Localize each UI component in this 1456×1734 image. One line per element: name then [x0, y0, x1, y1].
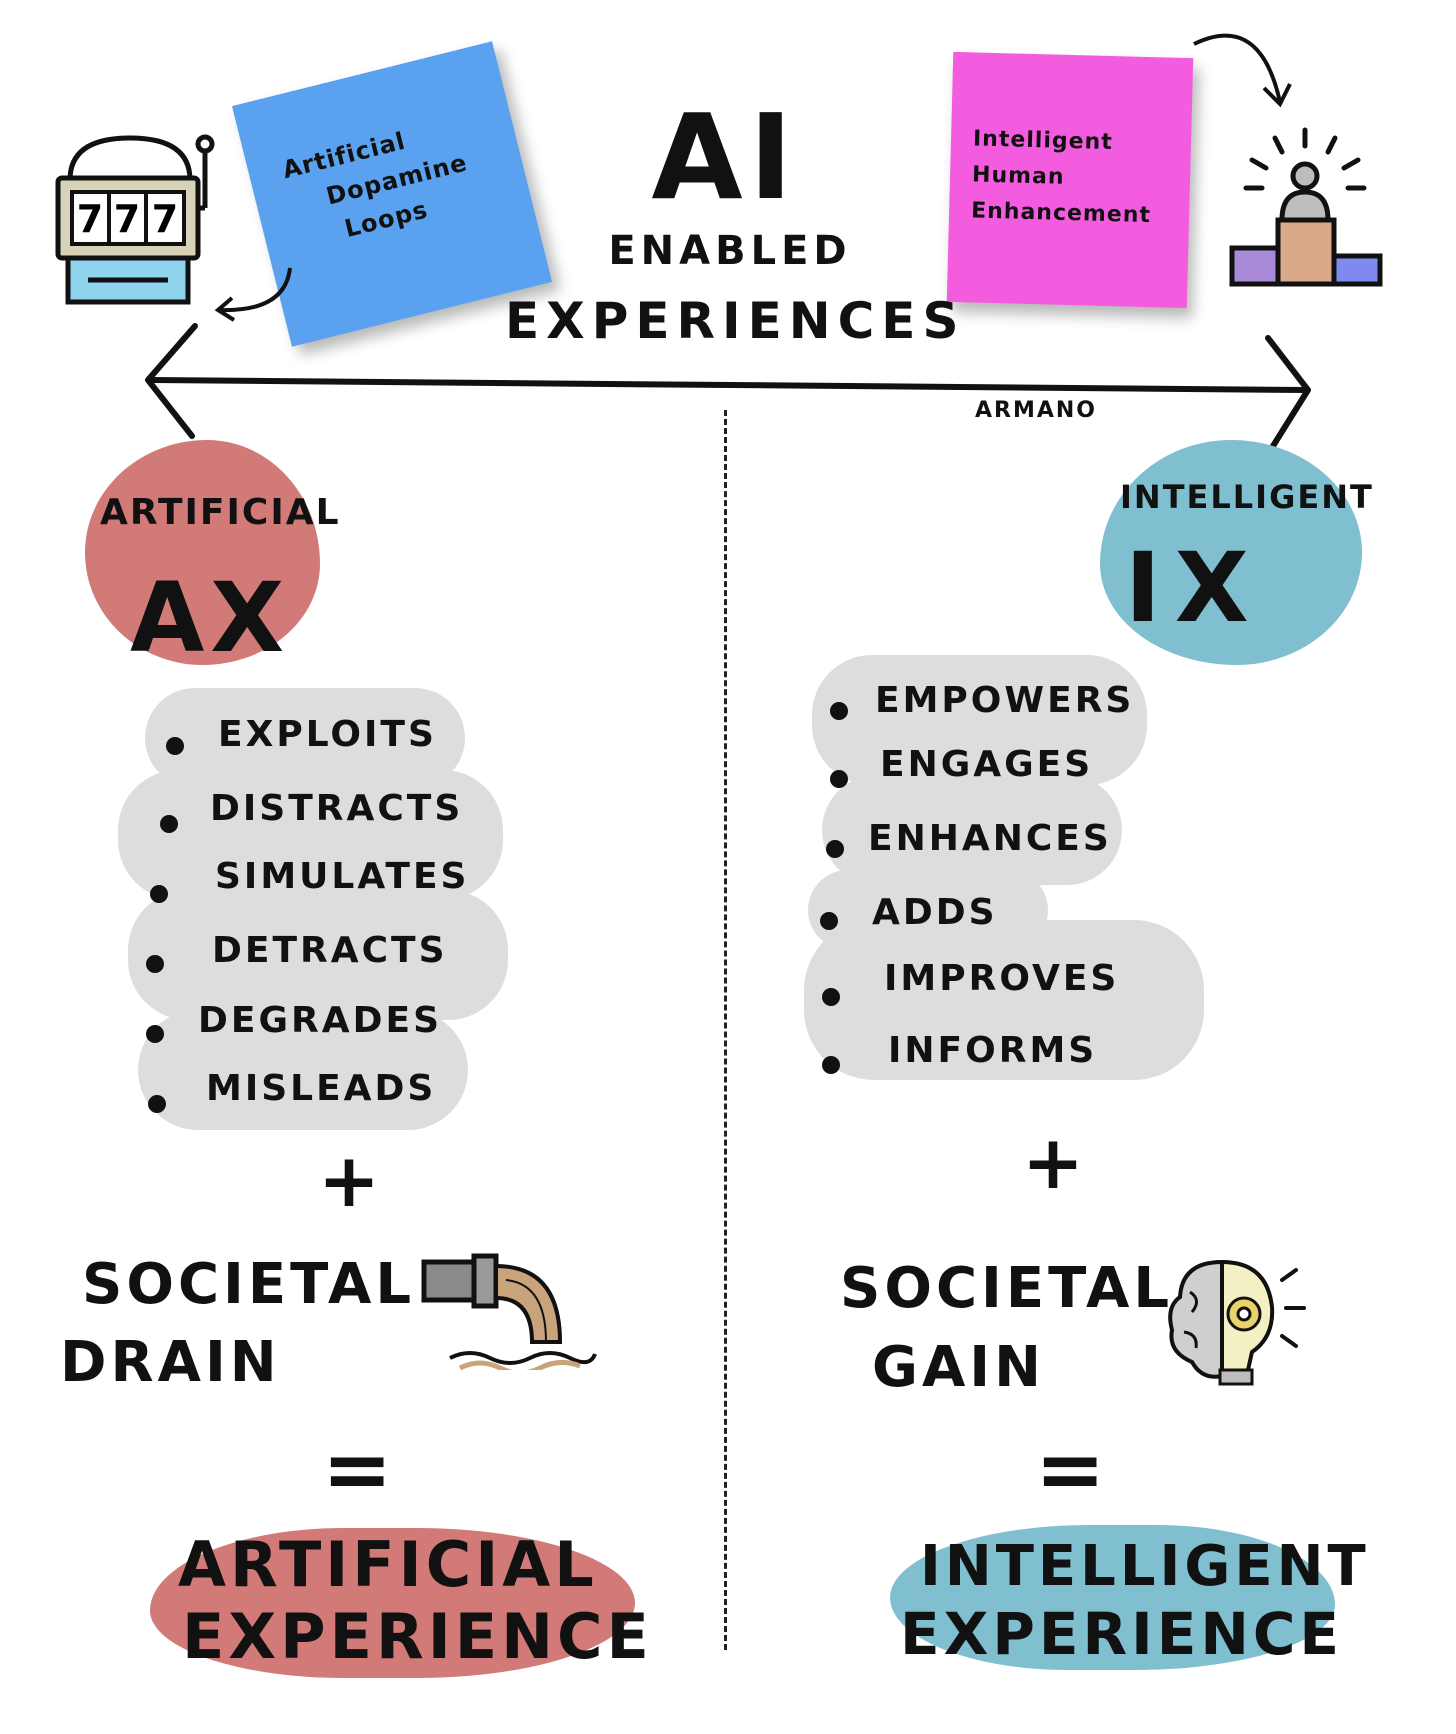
sticky-note-enhancement: Intelligent Human Enhancement — [946, 51, 1194, 309]
slot-digit: 7 — [77, 197, 103, 241]
ax-label: Artificial — [100, 492, 341, 533]
list-item: Simulates — [215, 856, 470, 897]
sticky-line-2: Human — [971, 162, 1065, 190]
societal-drain-line1: Societal — [82, 1252, 415, 1317]
bullet-icon — [826, 840, 844, 858]
list-highlight — [812, 655, 1147, 785]
plus-sign: + — [1022, 1120, 1087, 1206]
bullet-icon — [146, 1025, 164, 1043]
result-line2: Experience — [900, 1600, 1344, 1668]
list-item: Engages — [880, 744, 1094, 785]
slot-digit: 7 — [152, 197, 178, 241]
bullet-icon — [830, 702, 848, 720]
equals-sign: = — [1035, 1420, 1106, 1518]
slot-digit: 7 — [114, 197, 140, 241]
bullet-icon — [166, 737, 184, 755]
page-subtitle-line2: EXPERIENCES — [505, 292, 966, 350]
ix-label: Intelligent — [1120, 478, 1374, 516]
brain-lightbulb-icon — [1168, 1259, 1306, 1386]
curved-arrow-icon — [214, 267, 292, 322]
center-divider — [724, 410, 727, 1650]
sticky-line-1: Intelligent — [972, 126, 1114, 156]
bullet-icon — [146, 955, 164, 973]
societal-drain-line2: Drain — [60, 1330, 281, 1395]
page-subtitle-line1: ENABLED — [608, 228, 852, 274]
page-title: AI — [651, 88, 799, 226]
list-highlight — [804, 920, 1204, 1080]
artificial-experience-blob — [150, 1528, 635, 1678]
list-item: Enhances — [868, 818, 1112, 859]
sticky-line-3: Enhancement — [970, 198, 1152, 229]
ax-blob — [85, 440, 320, 665]
list-item: Empowers — [875, 680, 1135, 721]
list-item: Degrades — [198, 1000, 443, 1041]
intelligent-experience-blob — [890, 1525, 1335, 1670]
result-line1: Intelligent — [920, 1534, 1370, 1599]
equals-sign: = — [322, 1420, 393, 1518]
drain-pipe-icon — [421, 1253, 597, 1370]
list-item: Informs — [888, 1030, 1098, 1071]
ix-abbreviation: IX — [1125, 532, 1263, 644]
bullet-icon — [160, 815, 178, 833]
bullet-icon — [830, 770, 848, 788]
spectrum-arrow — [145, 323, 1311, 457]
bullet-icon — [820, 912, 838, 930]
list-highlight — [822, 775, 1122, 885]
bullet-icon — [150, 885, 168, 903]
list-highlight — [138, 1010, 468, 1130]
podium-icon — [1229, 127, 1383, 287]
author-signature: ARMANO — [975, 398, 1097, 423]
list-item: Adds — [872, 892, 998, 933]
list-item: Distracts — [210, 788, 464, 829]
societal-gain-line2: Gain — [872, 1335, 1046, 1400]
bullet-icon — [822, 1056, 840, 1074]
result-line2: Experience — [182, 1600, 653, 1673]
list-item: Exploits — [218, 714, 437, 755]
curved-arrow-icon — [1193, 33, 1292, 108]
plus-sign: + — [318, 1138, 383, 1224]
slot-machine-icon: 7 7 7 — [55, 134, 215, 305]
list-item: Misleads — [206, 1068, 437, 1109]
list-item: Detracts — [212, 930, 448, 971]
bullet-icon — [822, 988, 840, 1006]
list-highlight — [118, 770, 503, 900]
result-line1: Artificial — [178, 1528, 598, 1601]
list-item: Improves — [884, 958, 1120, 999]
societal-gain-line1: Societal — [840, 1256, 1173, 1321]
ax-abbreviation: AX — [130, 562, 291, 674]
bullet-icon — [148, 1095, 166, 1113]
ix-blob — [1100, 440, 1362, 665]
list-highlight — [128, 890, 508, 1020]
